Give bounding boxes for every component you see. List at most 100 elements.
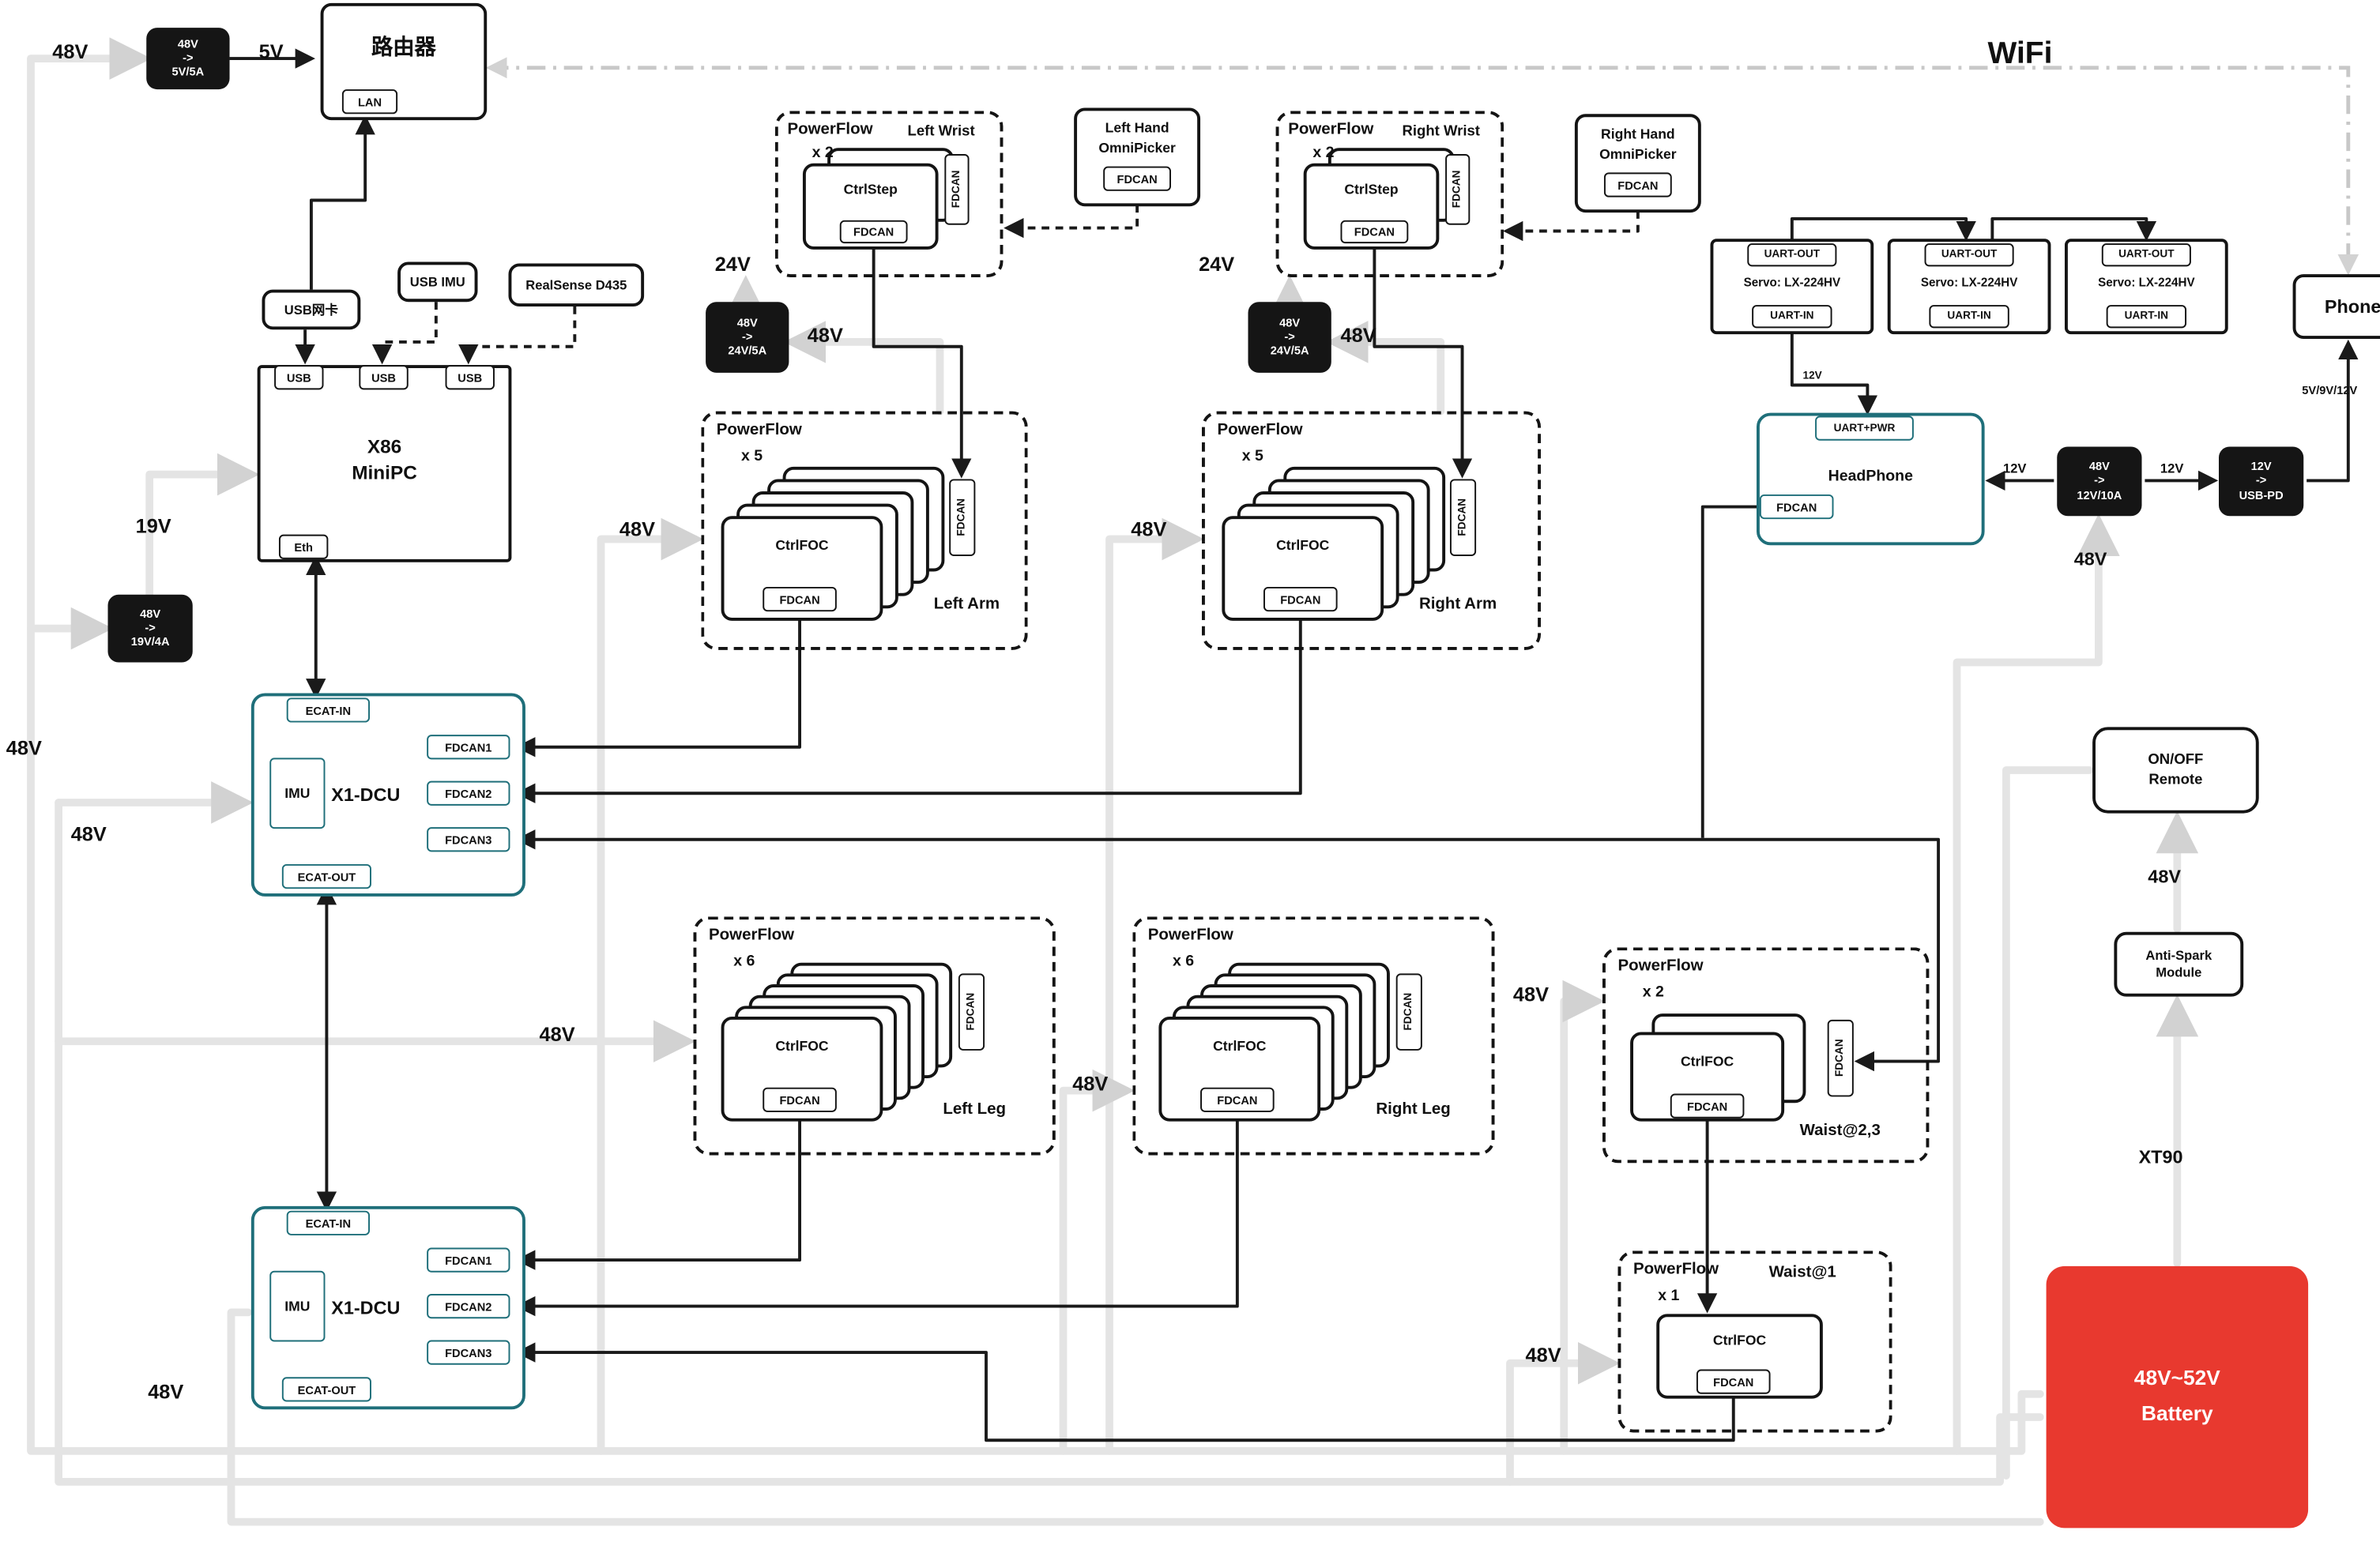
fdcan-port-vertical: FDCAN bbox=[1395, 973, 1422, 1051]
dcu1-fdcan2: FDCAN2 bbox=[427, 780, 510, 806]
fdcan-port-vertical: FDCAN bbox=[958, 973, 985, 1051]
cluster-count: x 1 bbox=[1658, 1288, 1680, 1305]
fdcan-port: FDCAN bbox=[1603, 172, 1672, 197]
conv-arrow: -> bbox=[1284, 329, 1295, 344]
battery-l2: Battery bbox=[2141, 1401, 2213, 1425]
cluster-title: PowerFlow bbox=[1617, 956, 1704, 976]
dcu1-fdcan1: FDCAN1 bbox=[427, 735, 510, 760]
hand-left-l1: Left Hand bbox=[1105, 120, 1169, 136]
driver-label: CtrlFOC bbox=[1213, 1038, 1267, 1054]
uart-out-port: UART-OUT bbox=[2101, 243, 2191, 267]
fdcan-port: FDCAN bbox=[1263, 586, 1338, 612]
hand-left-l2: OmniPicker bbox=[1098, 140, 1176, 156]
label-phone-voltages: 5V/9V/12V bbox=[2302, 383, 2358, 398]
cluster-count: x 2 bbox=[812, 145, 834, 162]
remote-box: ON/OFF Remote bbox=[2092, 727, 2259, 814]
dcu1-imu: IMU bbox=[269, 758, 326, 829]
hand-right-l2: OmniPicker bbox=[1599, 146, 1677, 162]
cluster-count: x 2 bbox=[1642, 984, 1664, 1002]
fdcan-port: FDCAN bbox=[1200, 1087, 1275, 1112]
conv-in: 48V bbox=[1279, 315, 1301, 329]
fdcan-port-vertical: FDCAN bbox=[949, 479, 976, 556]
battery-l1: 48V~52V bbox=[2133, 1366, 2220, 1390]
cluster-title: PowerFlow bbox=[1217, 420, 1303, 439]
label-48v-top: 48V bbox=[52, 39, 88, 63]
cluster-count: x 5 bbox=[1241, 448, 1263, 465]
servo-name: Servo: LX-224HV bbox=[2098, 276, 2195, 290]
uart-pwr-port: UART+PWR bbox=[1815, 416, 1914, 441]
conv-out: 12V/10A bbox=[2077, 487, 2122, 502]
minipc-box bbox=[257, 365, 512, 562]
minipc-title-2: MiniPC bbox=[352, 462, 417, 484]
driver-label: CtrlFOC bbox=[1680, 1053, 1734, 1070]
fdcan-port-vertical: FDCAN bbox=[1827, 1019, 1854, 1097]
cluster-title: PowerFlow bbox=[1633, 1260, 1719, 1279]
fdcan-port-vertical: FDCAN bbox=[944, 154, 970, 225]
dcu2-fdcan3: FDCAN3 bbox=[427, 1340, 510, 1365]
router-title: 路由器 bbox=[371, 33, 436, 59]
conv-out: 24V/5A bbox=[1270, 344, 1309, 358]
cluster-title: PowerFlow bbox=[787, 120, 873, 139]
usb-port-3: USB bbox=[445, 365, 495, 390]
cluster-count: x 5 bbox=[740, 448, 763, 465]
servo-name: Servo: LX-224HV bbox=[1920, 276, 2018, 290]
label-48v-conv12: 48V bbox=[2073, 548, 2107, 570]
label-48v-left-upper: 48V bbox=[6, 736, 42, 760]
driver-label: CtrlStep bbox=[1344, 182, 1399, 197]
label-xt90: XT90 bbox=[2138, 1145, 2183, 1168]
usb-imu-box: USB IMU bbox=[397, 261, 478, 303]
label-24v-left: 24V bbox=[714, 252, 751, 276]
label-48v-arm-right: 48V bbox=[1131, 517, 1167, 541]
fdcan-port: FDCAN bbox=[1340, 220, 1409, 244]
cluster-waist1 bbox=[1617, 1250, 1892, 1433]
label-5v: 5V bbox=[258, 39, 284, 63]
cluster-side-label: Right Arm bbox=[1418, 594, 1497, 614]
dcu1-ecat-out: ECAT-OUT bbox=[281, 863, 371, 889]
remote-l1: ON/OFF bbox=[2148, 751, 2204, 769]
dcu2-imu: IMU bbox=[269, 1270, 326, 1342]
label-48v-wrist-left: 48V bbox=[807, 323, 843, 347]
dcu1-name: X1-DCU bbox=[331, 784, 401, 806]
cluster-side-label: Left Arm bbox=[933, 594, 1000, 614]
antispark-l1: Anti-Spark bbox=[2145, 946, 2212, 962]
conv-out: 5V/5A bbox=[171, 65, 205, 79]
dcu1-fdcan3: FDCAN3 bbox=[427, 827, 510, 852]
usb-nic-box: USB网卡 bbox=[262, 289, 361, 330]
cluster-title: PowerFlow bbox=[716, 420, 802, 439]
dcu2-ecat-in: ECAT-IN bbox=[286, 1210, 370, 1235]
conv-in: 12V bbox=[2250, 459, 2272, 473]
battery-box: 48V~52V Battery bbox=[2046, 1265, 2309, 1529]
usb-port-2: USB bbox=[359, 365, 409, 390]
cluster-side-label: Left Wrist bbox=[907, 123, 975, 141]
label-48v-remote: 48V bbox=[2148, 865, 2181, 888]
label-48v-leg-right: 48V bbox=[1072, 1072, 1109, 1096]
dcu1-ecat-in: ECAT-IN bbox=[286, 698, 370, 723]
label-19v: 19V bbox=[135, 514, 171, 538]
conv-arrow: -> bbox=[742, 329, 753, 344]
driver-label: CtrlFOC bbox=[1276, 537, 1330, 554]
cluster-count: x 6 bbox=[1172, 953, 1195, 971]
label-48v-left-mid: 48V bbox=[70, 822, 107, 846]
driver-label: CtrlFOC bbox=[775, 1038, 829, 1054]
fdcan-port: FDCAN bbox=[763, 586, 837, 612]
uart-in-port: UART-IN bbox=[1929, 305, 2009, 329]
label-48v-arm-left: 48V bbox=[619, 517, 656, 541]
label-wifi: WiFi bbox=[1987, 36, 2053, 71]
label-48v-leg-left: 48V bbox=[539, 1022, 575, 1047]
converter-48v-5v: 48V -> 5V/5A bbox=[146, 28, 230, 90]
phone-box: Phone bbox=[2292, 274, 2380, 339]
uart-in-port: UART-IN bbox=[1752, 305, 1832, 329]
cluster-count: x 6 bbox=[733, 953, 755, 971]
cluster-side-label: Waist@2,3 bbox=[1799, 1121, 1881, 1140]
label-12v-head: 12V bbox=[2003, 461, 2027, 476]
conv-out: 19V/4A bbox=[130, 634, 170, 649]
minipc-title-1: X86 bbox=[367, 435, 402, 458]
label-48v-wrist-right: 48V bbox=[1340, 323, 1376, 347]
driver-label: CtrlFOC bbox=[775, 537, 829, 554]
fdcan-port-vertical: FDCAN bbox=[1445, 154, 1471, 225]
fdcan-port: FDCAN bbox=[763, 1087, 837, 1112]
signal-wires bbox=[229, 48, 2359, 1442]
uart-in-port: UART-IN bbox=[2106, 305, 2187, 329]
label-12v-pd: 12V bbox=[2160, 461, 2184, 476]
